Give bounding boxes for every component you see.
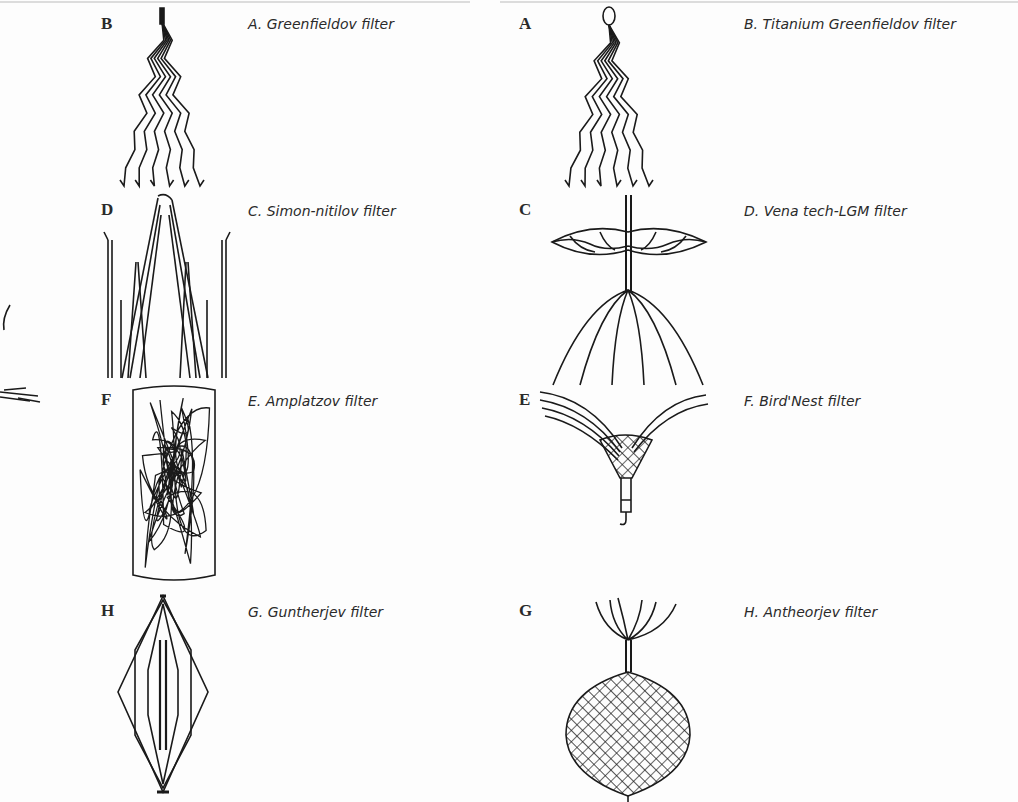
figure-letter: A <box>519 14 531 34</box>
figure-letter: C <box>519 200 531 220</box>
gunther-filter <box>118 596 208 792</box>
figure-letter: D <box>101 200 113 220</box>
antheor-filter <box>566 598 690 802</box>
vena-tech-filter <box>552 195 706 385</box>
figure-caption: C. Simon-nitilov filter <box>248 203 396 219</box>
wire-stroke <box>162 22 204 186</box>
greenfield-filter <box>120 8 204 186</box>
wire-stroke <box>135 22 165 186</box>
figure-letter: G <box>519 601 532 621</box>
figure-caption: H. Antheorjev filter <box>744 604 877 620</box>
figure-caption: E. Amplatzov filter <box>248 393 377 409</box>
figure-letter: B <box>101 14 112 34</box>
wire-stroke <box>605 25 621 186</box>
figure-caption: A. Greenfieldov filter <box>248 16 394 32</box>
wire-stroke <box>161 22 189 186</box>
birds-nest-filter <box>18 386 215 580</box>
wire-stroke <box>609 25 653 186</box>
figure-caption: B. Titanium Greenfieldov filter <box>744 16 956 32</box>
figure-letter: E <box>519 390 530 410</box>
figure-caption: F. Bird'Nest filter <box>744 393 860 409</box>
simon-nitinol-filter <box>0 195 230 401</box>
figure-letter: H <box>101 601 114 621</box>
figure-caption: G. Guntherjev filter <box>248 604 383 620</box>
wire-stroke <box>158 22 174 186</box>
wire-stroke <box>581 25 612 186</box>
rule-line <box>500 2 1018 3</box>
wire-stroke <box>140 398 209 567</box>
titanium-greenfield-filter <box>565 7 653 186</box>
amplatz-filter <box>540 392 708 525</box>
figure-caption: D. Vena tech-LGM filter <box>744 203 907 219</box>
rule-line <box>0 2 470 3</box>
wire-stroke <box>608 25 637 186</box>
figure-letter: F <box>101 390 111 410</box>
